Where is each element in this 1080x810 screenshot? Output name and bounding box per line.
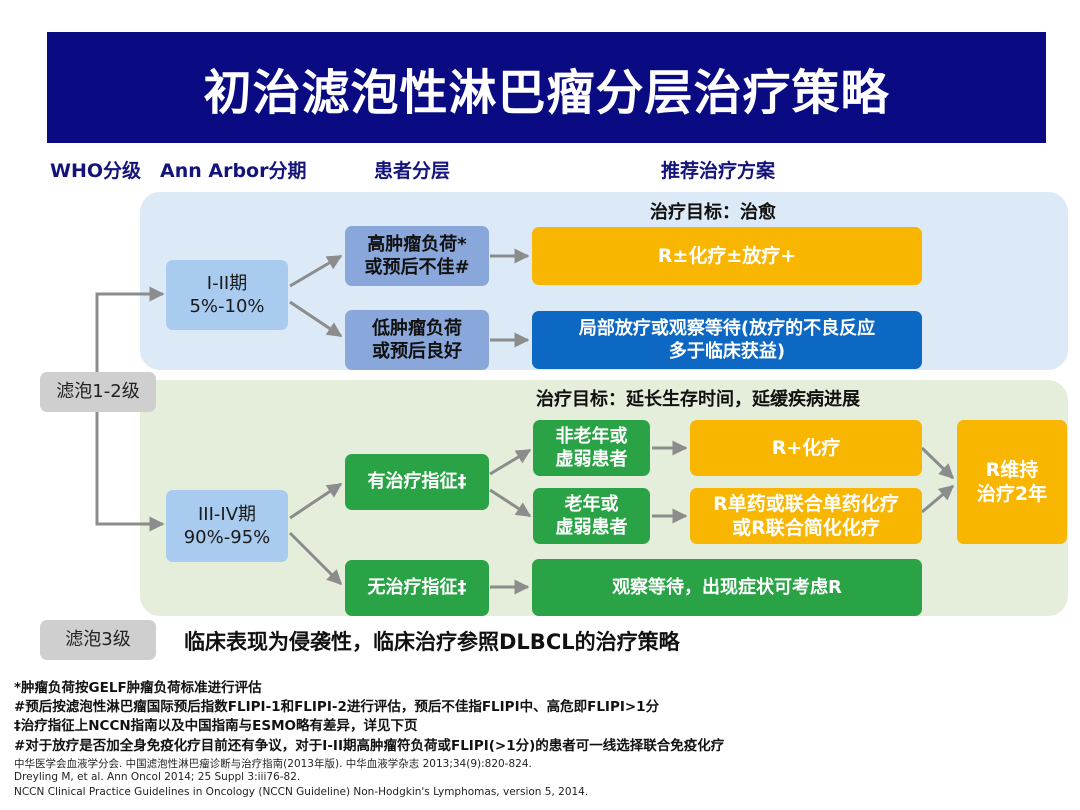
high-burden-box: 高肿瘤负荷* 或预后不佳# — [345, 226, 489, 286]
arrow-indicated-to-frail — [489, 488, 532, 518]
footnote-3: ‡治疗指征上NCCN指南以及中国指南与ESMO略有差异，详见下页 — [14, 718, 418, 734]
column-header-who: WHO分级 — [50, 160, 142, 182]
fit-patient-box: 非老年或 虚弱患者 — [533, 420, 650, 476]
treatment-indicated-box: 有治疗指征‡ — [345, 454, 489, 510]
stage-early-box: I-II期 5%-10% — [166, 260, 288, 330]
stage-advanced-box: III-IV期 90%-95% — [166, 490, 288, 562]
low-burden-box: 低肿瘤负荷 或预后良好 — [345, 310, 489, 370]
goal-prolong: 治疗目标：延长生存时间，延缓疾病进展 — [536, 389, 860, 410]
reference-2: Dreyling M, et al. Ann Oncol 2014; 25 Su… — [14, 771, 301, 783]
arrow-advanced-to-not-indicated — [288, 531, 343, 586]
treatment-not-indicated-box: 无治疗指征‡ — [345, 560, 489, 616]
column-header-treatment: 推荐治疗方案 — [661, 160, 776, 182]
treatment-r-chemo-rt: R±化疗±放疗+ — [532, 227, 922, 285]
column-header-patient: 患者分层 — [374, 160, 451, 182]
connector-grade-to-advanced — [95, 412, 165, 532]
arrow-r-chemo-to-maintenance — [920, 446, 955, 480]
treatment-r-chemo: R+化疗 — [690, 420, 922, 476]
arrow-indicated-to-fit — [489, 448, 532, 476]
arrow-advanced-to-indicated — [289, 482, 343, 520]
treatment-r-monotherapy: R单药或联合单药化疗 或R联合简化化疗 — [690, 488, 922, 544]
treatment-r-maintenance: R维持 治疗2年 — [957, 420, 1067, 544]
footnote-2: #预后按滤泡性淋巴瘤国际预后指数FLIPI-1和FLIPI-2进行评估，预后不佳… — [14, 699, 660, 715]
grade-3-description: 临床表现为侵袭性，临床治疗参照DLBCL的治疗策略 — [184, 630, 680, 654]
arrow-r-mono-to-maintenance — [921, 484, 955, 514]
column-header-ann-arbor: Ann Arbor分期 — [160, 160, 307, 182]
reference-3: NCCN Clinical Practice Guidelines in Onc… — [14, 786, 589, 798]
goal-cure: 治疗目标：治愈 — [650, 202, 776, 223]
treatment-watch-wait: 观察等待，出现症状可考虑R — [532, 559, 922, 616]
reference-1: 中华医学会血液学分会. 中国滤泡性淋巴瘤诊断与治疗指南(2013年版). 中华血… — [14, 758, 532, 770]
arrow-early-to-high — [289, 254, 343, 288]
footnote-4: #对于放疗是否加全身免疫化疗目前还有争议，对于I-II期高肿瘤符负荷或FLIPI… — [14, 738, 725, 754]
treatment-local-rt-watch: 局部放疗或观察等待(放疗的不良反应 多于临床获益) — [532, 311, 922, 369]
page-title: 初治滤泡性淋巴瘤分层治疗策略 — [47, 32, 1046, 143]
frail-patient-box: 老年或 虚弱患者 — [533, 488, 650, 544]
footnote-1: *肿瘤负荷按GELF肿瘤负荷标准进行评估 — [14, 680, 262, 696]
connector-grade-to-early — [95, 286, 165, 372]
grade-3-box: 滤泡3级 — [40, 620, 156, 660]
arrow-early-to-low — [289, 300, 343, 338]
grade-1-2-box: 滤泡1-2级 — [40, 372, 156, 412]
